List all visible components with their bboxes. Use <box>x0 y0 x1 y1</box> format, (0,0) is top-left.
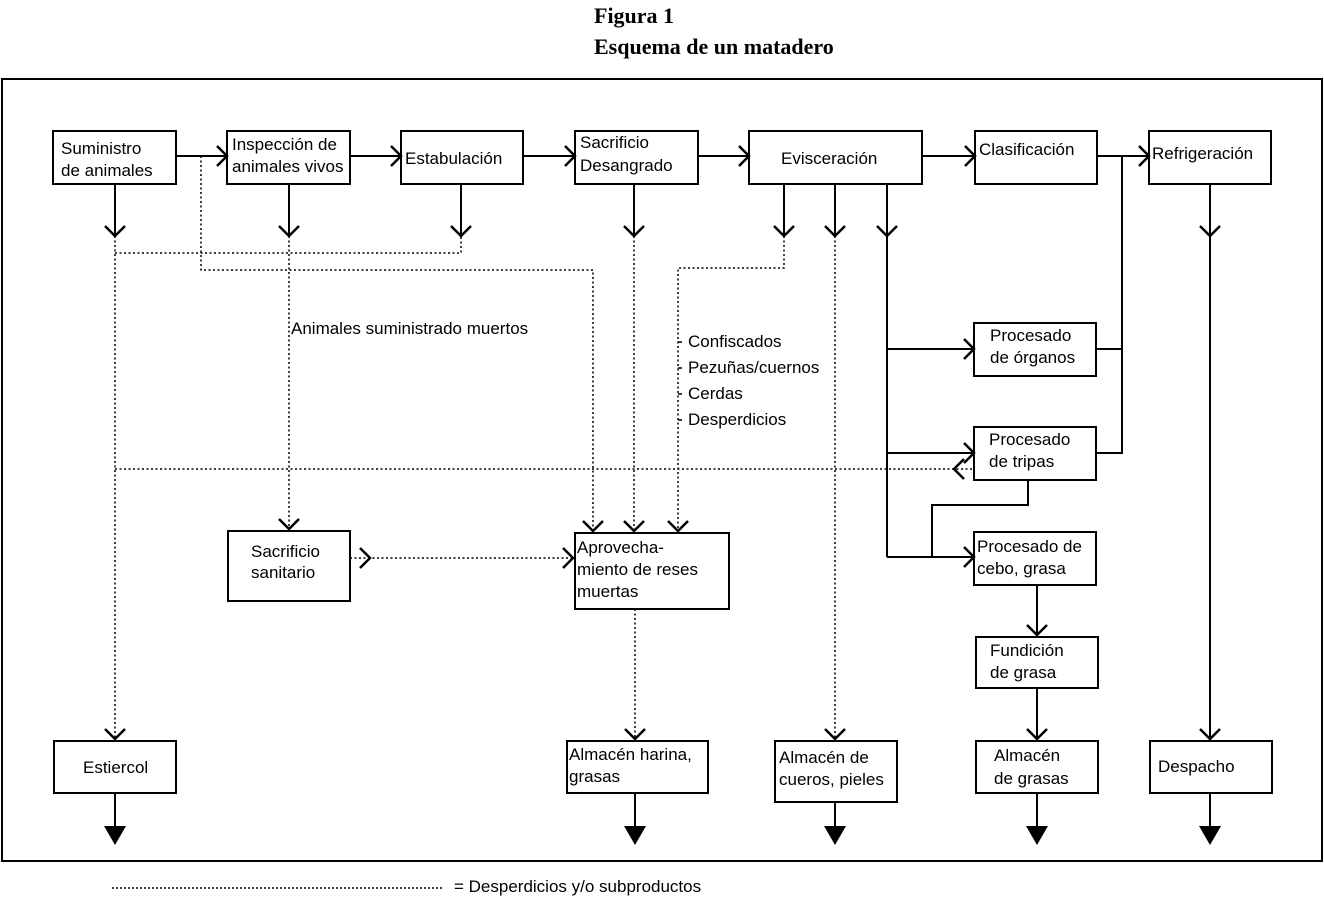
arrowhead <box>623 520 645 533</box>
byproduct-item: Confiscados <box>688 332 782 351</box>
node-despacho-label: Despacho <box>1158 757 1235 776</box>
node-almacen-cueros-label: Almacén de <box>779 748 869 767</box>
node-tripas-label: Procesado <box>989 430 1070 449</box>
exit-arrowhead <box>624 826 646 845</box>
arrowhead <box>582 520 604 533</box>
node-almacen-harina-label: grasas <box>569 767 620 786</box>
arrowhead <box>952 458 965 480</box>
legend-text: = Desperdicios y/o subproductos <box>454 877 701 896</box>
node-tripas-label: de tripas <box>989 452 1054 471</box>
node-organos-label: Procesado <box>990 326 1071 345</box>
flow-arrowhead <box>564 145 577 167</box>
node-almacen-harina-label: Almacén harina, <box>569 745 692 764</box>
inspection-waste-line <box>200 156 594 533</box>
byproduct-item: Pezuñas/cuernos <box>688 358 819 377</box>
stable-waste-line <box>115 236 462 254</box>
node-fundicion-label: de grasa <box>990 663 1057 682</box>
arrowhead <box>104 728 126 741</box>
node-almacen-harina <box>566 740 709 794</box>
node-estiercol-label: Estiercol <box>83 758 148 777</box>
flow-arrowhead <box>216 145 229 167</box>
node-almacen-grasas <box>975 740 1099 794</box>
node-sacrificio-label: Desangrado <box>580 156 673 175</box>
arrowhead <box>963 442 976 464</box>
arrowhead <box>963 546 976 568</box>
node-sacrificio-sanitario <box>227 530 351 602</box>
tripe-to-fat-line <box>931 480 1029 557</box>
node-cebo-label: Procesado de <box>977 537 1082 556</box>
node-sacrificio-sanitario-label: sanitario <box>251 563 315 582</box>
node-fundicion-label: Fundición <box>990 641 1064 660</box>
exit-arrowhead <box>1026 826 1048 845</box>
flow-arrowhead <box>1138 145 1151 167</box>
drop-arrowhead <box>450 225 472 238</box>
node-estabulacion-label: Estabulación <box>405 149 502 168</box>
arrowhead <box>824 728 846 741</box>
arrowhead <box>963 338 976 360</box>
flow-arrowhead <box>964 145 977 167</box>
byproduct-item: Cerdas <box>688 384 743 403</box>
arrowhead <box>624 728 646 741</box>
node-suministro-label: de animales <box>61 161 153 180</box>
dead-animals-annotation: Animales suministrado muertos <box>291 319 528 338</box>
node-almacen-grasas-label: de grasas <box>994 769 1069 788</box>
node-inspeccion-label: animales vivos <box>232 157 344 176</box>
diagram-frame <box>1 78 1323 862</box>
node-inspeccion <box>226 130 351 185</box>
node-organos-label: de órganos <box>990 348 1075 367</box>
evisceration-waste-line <box>677 236 785 533</box>
exit-arrowhead <box>824 826 846 845</box>
node-aprovechamiento <box>574 532 730 610</box>
arrowhead <box>1199 728 1221 741</box>
arrowhead <box>562 547 575 569</box>
arrowhead <box>278 518 300 531</box>
node-fundicion <box>975 636 1099 689</box>
node-clasificacion-label: Clasificación <box>979 140 1074 159</box>
node-sacrificio-label: Sacrificio <box>580 133 649 152</box>
node-almacen-grasas-label: Almacén <box>994 746 1060 765</box>
node-inspeccion-label: Inspección de <box>232 135 337 154</box>
node-despacho <box>1149 740 1273 794</box>
node-sacrificio-sanitario-label: Sacrificio <box>251 542 320 561</box>
flow-arrowhead <box>738 145 751 167</box>
node-suministro-label: Suministro <box>61 139 141 158</box>
return-to-refrigeration-line <box>1096 155 1123 454</box>
flow-arrowhead <box>390 145 403 167</box>
arrowhead <box>667 520 689 533</box>
arrowhead <box>359 547 372 569</box>
exit-arrowhead <box>104 826 126 845</box>
figure-title: Esquema de un matadero <box>594 34 834 59</box>
node-almacen-cueros <box>774 740 898 803</box>
byproduct-item: Desperdicios <box>688 410 786 429</box>
node-refrigeracion-label: Refrigeración <box>1152 144 1253 163</box>
node-aprovechamiento-label: Aprovecha- <box>577 538 664 557</box>
figure-label: Figura 1 <box>594 3 675 28</box>
node-almacen-cueros-label: cueros, pieles <box>779 770 884 789</box>
node-aprovechamiento-label: miento de reses <box>577 560 698 579</box>
node-cebo-label: cebo, grasa <box>977 559 1066 578</box>
arrowhead <box>1199 225 1221 238</box>
exit-arrowhead <box>1199 826 1221 845</box>
node-estiercol <box>53 740 177 794</box>
node-clasificacion <box>974 130 1098 185</box>
arrowhead <box>1026 728 1048 741</box>
node-suministro <box>52 130 177 185</box>
node-sacrificio <box>574 130 699 185</box>
node-evisceracion-label: Evisceración <box>781 149 877 168</box>
node-aprovechamiento-label: muertas <box>577 582 638 601</box>
arrowhead <box>1026 624 1048 637</box>
